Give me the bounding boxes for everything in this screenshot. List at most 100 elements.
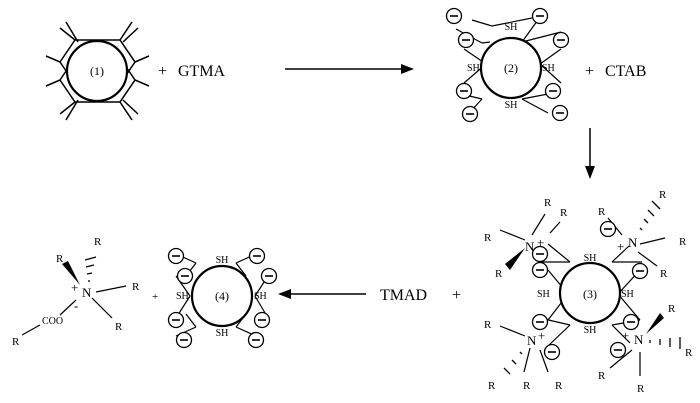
negative-charge-icon — [260, 267, 278, 285]
negative-charge-icon — [531, 313, 549, 331]
negative-charge-icon — [175, 331, 193, 349]
r-group: R — [637, 383, 645, 395]
arrow-step-3 — [278, 289, 366, 299]
betaine-product: N + - R R R R R COO — [12, 236, 140, 348]
r-group: R — [679, 236, 687, 248]
r-group: R — [555, 380, 563, 392]
compound-2-charges — [445, 7, 570, 123]
r-group: R — [56, 253, 64, 265]
compound-1-label: (1) — [90, 64, 104, 78]
negative-charge-icon — [531, 7, 549, 25]
compound-3-charges — [531, 220, 649, 361]
sh-right: SH — [254, 291, 267, 302]
negative-charge-icon — [167, 311, 185, 329]
plus-charge: + — [71, 280, 78, 295]
negative-charge-icon — [531, 261, 549, 279]
negative-charge-icon — [544, 82, 562, 100]
negative-charge-icon — [445, 7, 463, 25]
r-group: R — [132, 281, 140, 293]
reagent-ctab: CTAB — [605, 63, 646, 80]
carboxylate: COO — [42, 316, 63, 327]
r-group: R — [560, 207, 568, 219]
negative-charge-icon — [599, 220, 617, 238]
negative-charge-icon — [543, 343, 561, 361]
r-group: R — [12, 336, 20, 348]
arrow-step-2 — [585, 128, 595, 179]
r-group: R — [115, 321, 123, 333]
cage-spikes — [45, 21, 150, 121]
r-group: R — [523, 380, 531, 392]
sh-right: SH — [542, 63, 555, 74]
plus-charge: + — [538, 328, 545, 343]
hash-bond — [84, 256, 97, 282]
negative-charge-icon — [552, 31, 570, 49]
sh-left: SH — [176, 291, 189, 302]
hash-bond — [649, 337, 681, 349]
compound-2-label: (2) — [504, 61, 518, 75]
negative-charge-icon — [622, 313, 640, 331]
compound-2: SH SH SH SH (2) — [445, 7, 570, 123]
negative-charge-icon — [461, 105, 479, 123]
ammonium-top-right: N + R R R R — [598, 189, 687, 280]
compound-4-core — [190, 264, 254, 328]
sh-left: SH — [537, 289, 550, 300]
negative-charge-icon — [457, 31, 475, 49]
sh-top: SH — [584, 253, 597, 264]
sh-bottom: SH — [584, 325, 597, 336]
r-group: R — [685, 347, 693, 359]
r-group: R — [484, 232, 492, 244]
reagent-gtma: GTMA — [178, 63, 226, 80]
plus-sign-2: + — [585, 63, 594, 80]
plus-charge: + — [617, 239, 624, 254]
negative-charge-icon — [248, 247, 266, 265]
r-group: R — [544, 197, 552, 209]
negative-charge-icon — [176, 267, 194, 285]
sh-right: SH — [621, 289, 634, 300]
nitrogen-atom: N — [634, 332, 644, 347]
reagent-tmad: TMAD — [380, 287, 427, 304]
plus-charge: + — [622, 328, 629, 343]
ammonium-bottom-right: N + R R R R — [598, 303, 693, 395]
r-group: R — [668, 303, 676, 315]
plus-sign-3: + — [452, 287, 461, 304]
r-group: R — [495, 268, 503, 280]
plus-sign-1: + — [158, 63, 167, 80]
plus-charge: + — [537, 235, 544, 250]
compound-1: (1) — [45, 21, 150, 121]
r-group: R — [660, 268, 668, 280]
compound-4: SH SH SH SH (4) — [167, 247, 278, 349]
sh-top: SH — [216, 255, 229, 266]
compound-4-charges — [167, 247, 278, 349]
r-group: R — [598, 370, 606, 382]
negative-charge-icon — [609, 341, 627, 359]
compound-3-label: (3) — [583, 287, 597, 301]
arrow-step-1 — [285, 64, 414, 74]
negative-charge-icon — [631, 262, 649, 280]
compound-3: SH SH SH SH (3) N + R R R R N + — [484, 189, 693, 395]
compound-2-core — [479, 36, 543, 100]
sh-top: SH — [505, 22, 518, 33]
hash-bond — [639, 200, 661, 231]
plus-sign-4: + — [152, 291, 158, 303]
nitrogen-atom: N — [82, 285, 92, 300]
sh-bottom: SH — [216, 328, 229, 339]
negative-charge-icon — [551, 104, 569, 122]
r-group: R — [659, 189, 667, 201]
nitrogen-atom: N — [628, 235, 638, 250]
compound-1-core — [65, 39, 129, 103]
sh-left: SH — [467, 63, 480, 74]
minus-charge: - — [74, 298, 78, 313]
compound-3-core — [558, 261, 622, 325]
negative-charge-icon — [247, 331, 265, 349]
compound-4-label: (4) — [215, 289, 229, 303]
r-group: R — [488, 380, 496, 392]
negative-charge-icon — [531, 245, 549, 263]
ammonium-bottom-left: N + R R R R — [484, 319, 563, 392]
r-group: R — [598, 206, 606, 218]
nitrogen-atom: N — [527, 333, 537, 348]
negative-charge-icon — [167, 247, 185, 265]
nitrogen-atom: N — [525, 239, 535, 254]
negative-charge-icon — [455, 82, 473, 100]
sh-bottom: SH — [505, 100, 518, 111]
